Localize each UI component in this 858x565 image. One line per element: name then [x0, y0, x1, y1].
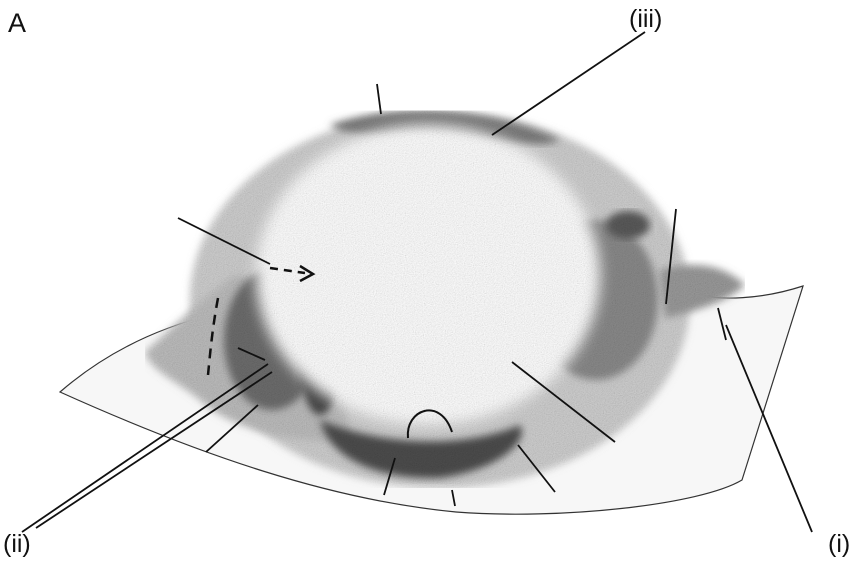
central-lumen [256, 125, 600, 425]
right-mass-edge [606, 211, 650, 239]
label-i: (i) [828, 532, 850, 557]
panel-letter: A [8, 10, 26, 37]
pointer-line-top-left [377, 84, 381, 114]
label-iii: (iii) [629, 7, 662, 32]
pointer-line-iii [492, 32, 645, 135]
label-ii: (ii) [3, 532, 31, 557]
